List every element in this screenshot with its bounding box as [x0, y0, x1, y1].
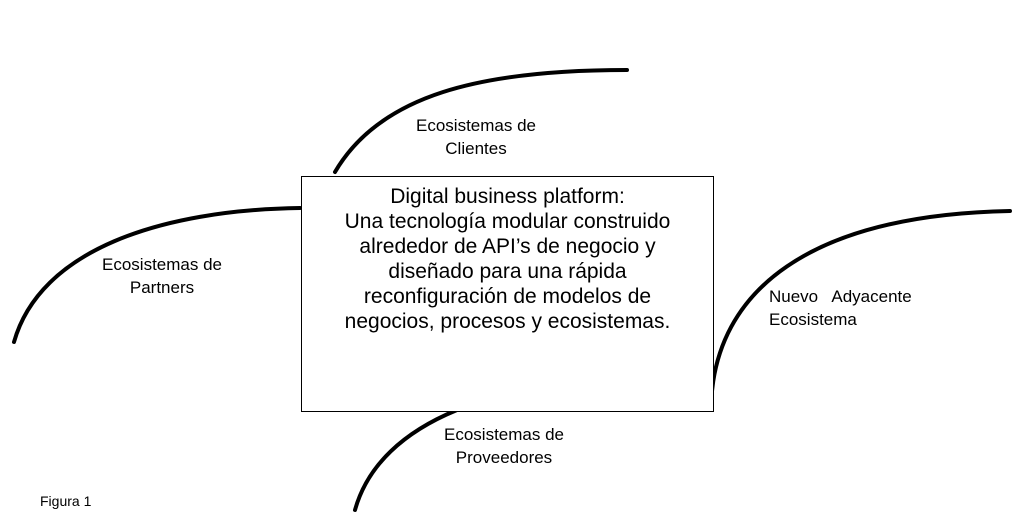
label-proveedores-line-2: Proveedores	[455, 448, 553, 467]
label-adyacente-line-1: Nuevo Adyacente	[769, 287, 912, 306]
figure-caption: Figura 1	[40, 493, 92, 509]
platform-line-1: Una tecnología modular construido	[344, 210, 671, 233]
label-ecosistemas-clientes: Ecosistemas de Clientes	[396, 114, 556, 160]
platform-box: Digital business platform: Una tecnologí…	[301, 176, 714, 412]
platform-line-3: diseñado para una rápida	[388, 260, 627, 283]
label-partners-line-2: Partners	[129, 278, 195, 297]
curve-adyacente	[709, 209, 1012, 407]
curve-partners	[12, 206, 302, 344]
label-proveedores-line-1: Ecosistemas de	[444, 425, 564, 444]
platform-description: Digital business platform: Una tecnologí…	[302, 184, 713, 334]
label-partners-line-1: Ecosistemas de	[102, 255, 222, 274]
curve-clientes	[333, 68, 629, 174]
label-clientes-line-2: Clientes	[445, 139, 507, 158]
platform-title: Digital business platform:	[390, 185, 625, 208]
platform-line-2: alrededor de API’s de negocio y	[359, 235, 656, 258]
label-ecosistemas-partners: Ecosistemas de Partners	[82, 253, 242, 299]
label-adyacente-line-2: Ecosistema	[769, 310, 857, 329]
label-ecosistemas-proveedores: Ecosistemas de Proveedores	[424, 423, 584, 469]
platform-line-5: negocios, procesos y ecosistemas.	[344, 310, 671, 333]
label-nuevo-adyacente-ecosistema: Nuevo Adyacente Ecosistema	[769, 285, 969, 331]
platform-line-4: reconfiguración de modelos de	[363, 285, 652, 308]
label-clientes-line-1: Ecosistemas de	[416, 116, 536, 135]
